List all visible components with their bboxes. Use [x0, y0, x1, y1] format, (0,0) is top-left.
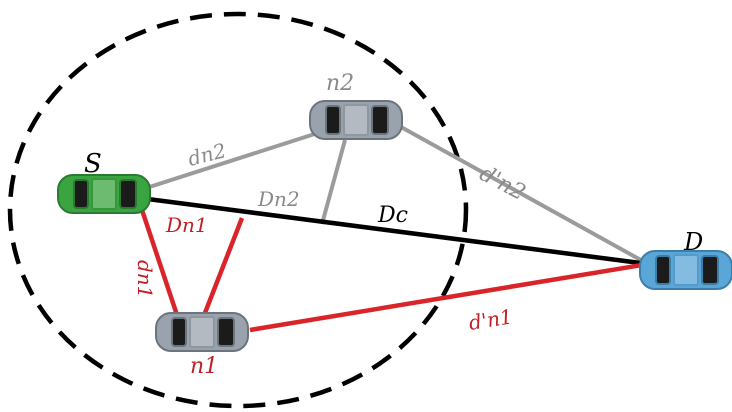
communication-range-circle: [7, 11, 469, 409]
link-n1-projection: [200, 217, 245, 319]
source-label: S: [84, 149, 102, 179]
link-s-d-direct: [139, 195, 649, 267]
destination-car: [639, 250, 732, 290]
relay-n2-car: [309, 100, 403, 140]
relay-n1-car: [155, 312, 249, 352]
edge-label-dn2: dn2: [185, 138, 228, 171]
destination-label: D: [683, 228, 703, 256]
edge-label-d-prime-n1: d'n1: [467, 304, 514, 335]
link-n1-d: [249, 261, 649, 333]
edge-label-dn2-projection: Dn2: [257, 187, 300, 211]
edge-label-dn1: dn1: [133, 260, 157, 298]
link-s-n1: [139, 209, 181, 319]
link-n2-d: [391, 120, 649, 266]
source-car: [57, 174, 151, 214]
edge-label-dc: Dc: [377, 203, 408, 228]
edge-label-dn1-projection: Dn1: [165, 213, 208, 237]
link-n2-projection: [320, 139, 347, 225]
relay-n1-label: n1: [190, 354, 218, 379]
relay-n2-label: n2: [326, 71, 354, 96]
edge-label-d-prime-n2: d'n2: [475, 161, 529, 206]
